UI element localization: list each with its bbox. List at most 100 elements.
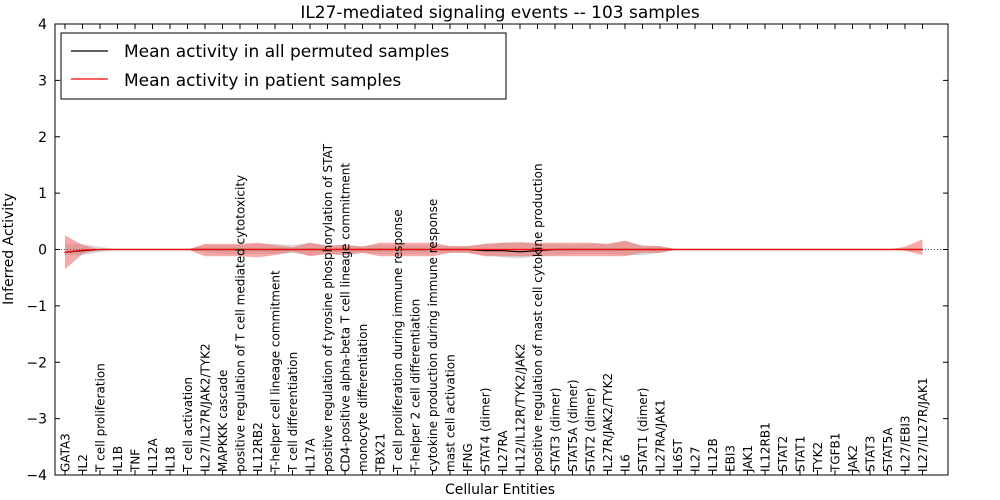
x-tick-label: STAT5A (dimer): [566, 379, 580, 472]
series-1-point: [99, 248, 101, 251]
legend: Mean activity in all permuted samples Me…: [60, 32, 507, 100]
chart-title: IL27-mediated signaling events -- 103 sa…: [300, 3, 700, 23]
y-axis-label: Inferred Activity: [1, 193, 17, 305]
series-1-point: [449, 248, 451, 251]
series-1-point: [169, 248, 171, 251]
x-tick-label: IL17A: [304, 438, 318, 472]
x-tick-label: IL6: [619, 454, 633, 472]
series-1-point: [816, 248, 819, 251]
series-0-point: [519, 251, 521, 253]
series-1-point: [676, 248, 679, 251]
series-1-point: [204, 248, 206, 251]
x-tick-label: IL18: [164, 447, 178, 473]
series-1-point: [729, 248, 731, 251]
legend-box: [60, 32, 507, 100]
y-tick-label: 3: [38, 73, 47, 89]
x-tick-label: T cell differentiation: [286, 352, 300, 473]
series-1-point: [274, 248, 276, 251]
x-tick-label: TGFB1: [829, 433, 843, 473]
x-axis-label: Cellular Entities: [445, 482, 555, 498]
series-1-point: [694, 248, 696, 251]
y-tick-label: 2: [38, 130, 47, 146]
x-tick-label: T cell proliferation: [94, 363, 108, 473]
x-tick-label: monocyte differentiation: [356, 324, 370, 472]
series-1-point: [344, 248, 346, 251]
series-1-point: [659, 248, 661, 251]
series-1-point: [554, 248, 556, 251]
series-1-point: [799, 248, 801, 251]
series-0-point: [536, 250, 539, 252]
series-1-point: [921, 248, 924, 251]
series-0-point: [484, 250, 486, 252]
x-tick-label: positive regulation of T cell mediated c…: [234, 175, 248, 472]
x-tick-label: TNF: [129, 449, 143, 473]
x-tick-label: IL12RB1: [759, 422, 773, 472]
series-1-point: [81, 249, 84, 251]
series-0-point: [501, 250, 504, 252]
series-1-point: [711, 248, 714, 251]
series-1-point: [414, 248, 416, 251]
x-tick-label: JAK1: [741, 445, 755, 473]
legend-label-permuted: Mean activity in all permuted samples: [124, 42, 449, 62]
series-1-point: [484, 248, 486, 251]
series-1-point: [361, 248, 364, 251]
series-1-point: [239, 248, 241, 251]
x-tick-label: mast cell activation: [444, 354, 458, 472]
series-1-point: [641, 248, 644, 251]
x-tick-label: IL27RA/JAK1: [654, 399, 668, 472]
legend-label-patient: Mean activity in patient samples: [124, 71, 401, 91]
y-tick-label: 1: [38, 186, 47, 202]
x-tick-label: IL27: [689, 447, 703, 473]
x-tick-label: EBI3: [724, 445, 738, 472]
x-tick-label: IL2: [76, 454, 90, 472]
x-tick-label: STAT1 (dimer): [636, 388, 650, 472]
x-tick-label: IL12B: [706, 438, 720, 472]
series-1-point: [309, 248, 311, 251]
x-tick-label: IL27R/JAK2/TYK2: [601, 373, 615, 472]
series-1-point: [764, 248, 766, 251]
x-tick-label: IL12RB2: [251, 422, 265, 472]
series-1-point: [221, 248, 224, 251]
y-tick-label: −1: [26, 299, 47, 315]
y-tick-label: −3: [26, 412, 47, 428]
y-tick-label: −4: [26, 468, 47, 484]
series-1-point: [746, 248, 749, 251]
series-1-point: [431, 248, 434, 251]
x-tick-label: IL6ST: [671, 439, 685, 472]
y-tick-label: −2: [26, 355, 47, 371]
series-1-point: [536, 248, 539, 251]
series-band-1: [65, 235, 923, 270]
x-tick-label: CD4-positive alpha-beta T cell lineage c…: [339, 163, 353, 472]
x-tick-label: TYK2: [811, 442, 825, 473]
x-tick-label: GATA3: [59, 433, 73, 472]
series-1-point: [834, 248, 836, 251]
x-tick-label: MAPKKK cascade: [216, 370, 230, 472]
series-1-point: [519, 248, 521, 251]
x-tick-label: STAT3 (dimer): [549, 388, 563, 472]
series-line-1: [64, 248, 923, 253]
plot-area: [55, 235, 948, 270]
x-tick-label: T-helper 2 cell differentiation: [409, 299, 423, 473]
x-tick-label: TBX21: [374, 433, 388, 473]
x-tick-label: STAT5A: [881, 427, 895, 472]
x-tick-label: T cell activation: [181, 377, 195, 473]
x-tick-label: T-helper cell lineage commitment: [269, 270, 283, 473]
x-tick-label: IL12/IL12R/TYK2/JAK2: [514, 343, 528, 472]
x-tick-label: JAK2: [846, 445, 860, 473]
x-tick-label: STAT2: [776, 436, 790, 472]
y-tick-label: 0: [38, 243, 47, 259]
x-tick-label: IL27/IL27R/JAK1: [916, 378, 930, 472]
series-1-point: [396, 248, 399, 251]
series-1-point: [326, 248, 329, 251]
series-1-point: [134, 248, 136, 251]
series-1-point: [781, 248, 784, 251]
x-tick-label: cytokine production during immune respon…: [426, 199, 440, 472]
series-1-point: [116, 248, 119, 251]
x-tick-label: STAT2 (dimer): [584, 388, 598, 472]
series-1-point: [64, 251, 66, 253]
series-1-point: [466, 248, 469, 251]
series-1-point: [291, 248, 294, 251]
